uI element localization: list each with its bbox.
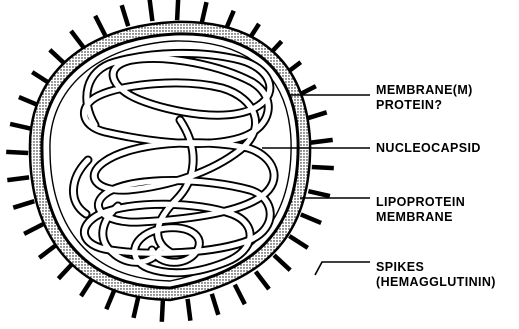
spike	[212, 294, 219, 315]
label-nucleocapsid: NUCLEOCAPSID	[376, 141, 481, 156]
spike	[10, 124, 32, 129]
spike	[24, 224, 43, 234]
label-membrane-protein-line2: PROTEIN?	[376, 98, 473, 113]
label-spikes-line2: (HEMAGGLUTININ)	[376, 275, 496, 290]
spike	[7, 177, 29, 180]
label-lipoprotein-membrane: LIPOPROTEIN MEMBRANE	[376, 195, 465, 225]
label-spikes-line1: SPIKES	[376, 260, 496, 275]
spike	[235, 285, 245, 305]
spike	[39, 245, 57, 258]
label-spikes: SPIKES (HEMAGGLUTININ)	[376, 260, 496, 290]
spike	[162, 300, 163, 322]
spike	[6, 152, 28, 153]
spike	[13, 201, 34, 208]
label-membrane-protein: MEMBRANE(M) PROTEIN?	[376, 83, 473, 113]
spike	[202, 2, 207, 23]
spike	[311, 140, 333, 143]
spike	[289, 236, 308, 248]
spike	[106, 289, 115, 309]
spike	[188, 299, 191, 321]
label-lipoprotein-membrane-line2: MEMBRANE	[376, 210, 465, 225]
spike	[312, 167, 334, 168]
spike	[301, 214, 321, 223]
label-lipoprotein-membrane-line1: LIPOPROTEIN	[376, 195, 465, 210]
leader-line-spikes	[315, 262, 370, 275]
spike	[95, 16, 105, 36]
spike	[177, 0, 178, 20]
label-nucleocapsid-line1: NUCLEOCAPSID	[376, 141, 481, 156]
spike	[71, 31, 84, 49]
spike	[274, 255, 290, 270]
label-membrane-protein-line1: MEMBRANE(M)	[376, 83, 473, 98]
spike	[150, 0, 153, 21]
spike	[308, 191, 330, 196]
spike	[306, 112, 327, 119]
spike	[134, 297, 139, 318]
spike	[256, 272, 269, 290]
spike	[122, 5, 129, 26]
